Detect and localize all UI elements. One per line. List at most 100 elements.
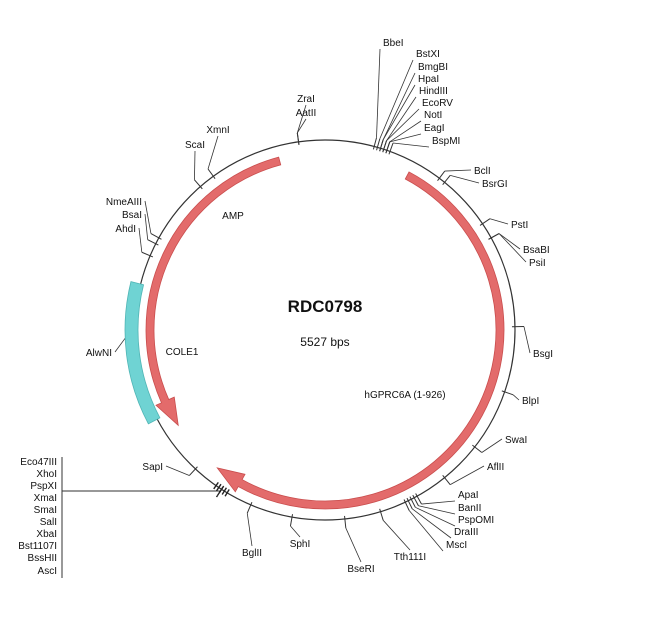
site-leader-psii	[498, 233, 527, 263]
site-label-xmai: XmaI	[34, 493, 57, 504]
site-leader-ahdi	[138, 227, 143, 253]
site-leader-ecorv	[386, 108, 420, 142]
site-label-bcli: BclI	[474, 166, 491, 177]
site-label-pspxi: PspXI	[30, 481, 57, 492]
features-layer	[124, 156, 505, 510]
site-label-bspmi: BspMI	[432, 136, 460, 147]
site-leader-xmni	[207, 135, 219, 170]
mcs-cluster-mark	[224, 489, 230, 497]
site-tick-ahdi	[141, 251, 154, 258]
site-label-bsshii: BssHII	[28, 553, 57, 564]
site-label-sali: SalI	[40, 517, 57, 528]
site-ticks	[126, 132, 524, 528]
site-leader-bseri	[345, 527, 362, 563]
site-leader-bsgi	[523, 326, 531, 354]
site-leader-nmeaiii	[144, 200, 152, 234]
site-tick-xmni	[207, 168, 216, 180]
site-tick-banii	[412, 494, 419, 506]
site-leader-banii	[418, 505, 456, 515]
site-label-apai: ApaI	[458, 490, 479, 501]
site-tick-draiii	[406, 497, 413, 510]
site-leader-msci	[408, 510, 444, 552]
feature-label-hgprc6a: hGPRC6A (1-926)	[364, 390, 445, 401]
site-leader-tth111i	[382, 520, 411, 551]
site-leader-sapi	[165, 465, 190, 476]
site-label-bglii: BglII	[242, 548, 262, 559]
site-label-banii: BanII	[458, 503, 481, 514]
site-tick-sphi	[289, 514, 294, 527]
site-leader-bsrgi	[450, 174, 480, 184]
site-tick-bsrgi	[442, 175, 451, 185]
site-leader-aflii	[450, 465, 485, 486]
site-leader-bglii	[246, 513, 253, 547]
site-leader-noti	[389, 120, 422, 143]
site-tick-bsabi	[488, 233, 500, 240]
site-tick-hindiii	[382, 140, 387, 153]
site-label-tth111i: Tth111I	[394, 552, 426, 563]
site-leader-bsabi	[498, 233, 521, 250]
site-label-aatii: AatII	[296, 108, 317, 119]
site-label-msci: MscI	[446, 540, 467, 551]
site-tick-bstxi	[376, 138, 381, 151]
site-tick-aflii	[442, 475, 451, 485]
feature-cole1	[124, 281, 161, 425]
feature-labels: hGPRC6A (1-926) AMP COLE1	[166, 211, 446, 401]
site-leader-aatii	[296, 118, 307, 134]
site-label-eagi: EagI	[424, 123, 445, 134]
plasmid-name: RDC0798	[288, 297, 363, 316]
site-label-blpi: BlpI	[522, 396, 539, 407]
site-leader-bspmi	[393, 142, 430, 148]
site-leader-xmai	[62, 490, 221, 492]
site-label-sphi: SphI	[290, 539, 311, 550]
site-tick-bmgbi	[379, 139, 384, 152]
site-tick-scai	[194, 179, 203, 190]
site-leader-hindiii	[386, 96, 417, 141]
site-tick-bcli	[437, 170, 446, 181]
site-label-xmni: XmnI	[206, 125, 229, 136]
feature-label-amp: AMP	[222, 211, 244, 222]
site-label-ecorv: EcoRV	[422, 98, 453, 109]
site-label-alwni: AlwNI	[86, 348, 112, 359]
site-label-noti: NotI	[424, 110, 442, 121]
site-label-ahdi: AhdI	[115, 224, 136, 235]
site-tick-bbei	[372, 137, 377, 150]
site-leader-psti	[489, 218, 509, 225]
site-tick-sapi	[188, 466, 198, 476]
site-leader-pspxi	[62, 490, 221, 492]
mcs-cluster-mark	[215, 483, 222, 492]
site-leader-blpi	[512, 394, 520, 401]
site-tick-noti	[385, 141, 391, 154]
site-label-smai: SmaI	[34, 505, 57, 516]
feature-hgprc6a	[216, 171, 505, 510]
site-label-bbei: BbeI	[383, 38, 404, 49]
site-leader-eagi	[389, 133, 422, 143]
site-label-nmeaiii: NmeAIII	[106, 197, 142, 208]
site-leader-bmgbi	[382, 72, 416, 140]
site-label-sapi: SapI	[142, 462, 163, 473]
site-label-pspomi: PspOMI	[458, 515, 494, 526]
site-tick-bspmi	[388, 142, 394, 155]
site-tick-msci	[403, 499, 410, 511]
mcs-cluster-mark	[218, 485, 225, 494]
site-label-asci: AscI	[38, 566, 57, 577]
site-tick-tth111i	[379, 508, 384, 521]
site-leader-apai	[421, 500, 456, 505]
site-tick-aatii	[296, 132, 300, 145]
site-leader-smai	[62, 490, 221, 492]
site-leader-hpai	[382, 84, 416, 140]
feature-amp	[145, 156, 282, 427]
mcs-cluster-mark	[213, 481, 219, 490]
site-label-eco47iii: Eco47III	[20, 457, 57, 468]
site-tick-blpi	[501, 390, 514, 396]
site-tick-bsai	[147, 239, 159, 246]
site-tick-pspomi	[409, 496, 416, 508]
site-tick-bglii	[246, 501, 253, 514]
site-label-scai: ScaI	[185, 140, 205, 151]
site-leader-sphi	[290, 525, 301, 538]
site-leader-swai	[481, 438, 503, 453]
site-leader-bbei	[376, 48, 381, 138]
site-leader-asci	[62, 490, 221, 492]
site-leader-scai	[194, 150, 196, 180]
site-label-bmgbi: BmgBI	[418, 62, 448, 73]
